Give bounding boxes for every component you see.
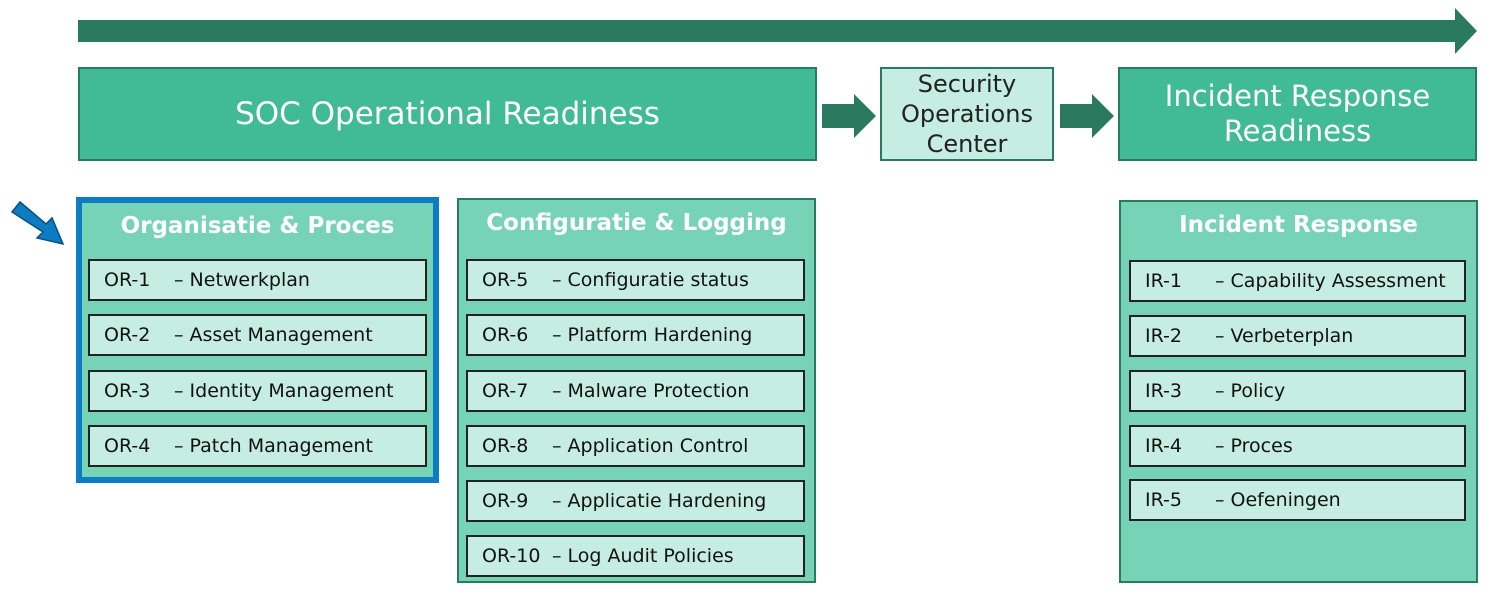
list-item-or-4[interactable]: OR-4 – Patch Management: [88, 425, 427, 467]
group-incident-response[interactable]: Incident Response IR-1 – Capability Asse…: [1119, 200, 1478, 583]
item-label: – Application Control: [552, 435, 749, 457]
item-code: OR-7: [482, 380, 529, 402]
item-label: – Identity Management: [174, 380, 394, 402]
item-code: IR-1: [1145, 270, 1182, 292]
list-item-or-7[interactable]: OR-7 – Malware Protection: [466, 370, 805, 412]
list-item-ir-3[interactable]: IR-3 – Policy: [1129, 370, 1466, 412]
connector-arrow-icon: [1060, 94, 1114, 138]
list-item-or-10[interactable]: OR-10 – Log Audit Policies: [466, 535, 805, 577]
item-label: – Proces: [1215, 435, 1293, 457]
phase-label: SOC Operational Readiness: [235, 96, 660, 132]
group-organisatie-proces[interactable]: Organisatie & Proces OR-1 – Netwerkplan …: [76, 197, 439, 483]
item-code: OR-2: [104, 324, 151, 346]
item-label: – Policy: [1215, 380, 1286, 402]
group-title: Configuratie & Logging: [486, 210, 787, 236]
group-configuratie-logging[interactable]: Configuratie & Logging OR-5 – Configurat…: [457, 198, 816, 583]
item-code: OR-5: [482, 269, 529, 291]
list-item-ir-5[interactable]: IR-5 – Oefeningen: [1129, 479, 1466, 521]
item-label: – Configuratie status: [552, 269, 749, 291]
item-label: – Oefeningen: [1215, 489, 1341, 511]
item-code: OR-9: [482, 490, 529, 512]
phase-label: Incident Response Readiness: [1164, 79, 1431, 148]
item-code: IR-4: [1145, 435, 1182, 457]
list-item-ir-2[interactable]: IR-2 – Verbeterplan: [1129, 315, 1466, 357]
item-label: – Capability Assessment: [1215, 270, 1446, 292]
item-code: OR-1: [104, 269, 151, 291]
phase-security-operations-center: Security Operations Center: [880, 67, 1054, 161]
item-label: – Patch Management: [174, 435, 373, 457]
item-code: OR-6: [482, 324, 529, 346]
item-code: OR-4: [104, 435, 151, 457]
list-item-ir-1[interactable]: IR-1 – Capability Assessment: [1129, 260, 1466, 302]
group-title: Incident Response: [1179, 212, 1418, 238]
item-code: IR-3: [1145, 380, 1182, 402]
list-item-or-6[interactable]: OR-6 – Platform Hardening: [466, 314, 805, 356]
item-code: OR-3: [104, 380, 151, 402]
item-code: OR-10: [482, 545, 541, 567]
list-item-ir-4[interactable]: IR-4 – Proces: [1129, 425, 1466, 467]
phase-soc-operational-readiness: SOC Operational Readiness: [78, 67, 817, 161]
item-label: – Malware Protection: [552, 380, 750, 402]
item-code: OR-8: [482, 435, 529, 457]
item-label: – Log Audit Policies: [552, 545, 734, 567]
item-label: – Asset Management: [174, 324, 373, 346]
group-title: Organisatie & Proces: [120, 213, 395, 239]
item-label: – Verbeterplan: [1215, 325, 1354, 347]
item-label: – Netwerkplan: [174, 269, 310, 291]
item-label: – Platform Hardening: [552, 324, 753, 346]
list-item-or-2[interactable]: OR-2 – Asset Management: [88, 314, 427, 356]
list-item-or-9[interactable]: OR-9 – Applicatie Hardening: [466, 480, 805, 522]
timeline-arrow-icon: [78, 8, 1477, 54]
phase-label: Security Operations Center: [901, 70, 1033, 158]
list-item-or-3[interactable]: OR-3 – Identity Management: [88, 370, 427, 412]
item-label: – Applicatie Hardening: [552, 490, 767, 512]
item-code: IR-5: [1145, 489, 1182, 511]
connector-arrow-icon: [822, 94, 876, 138]
list-item-or-8[interactable]: OR-8 – Application Control: [466, 425, 805, 467]
phase-incident-response-readiness: Incident Response Readiness: [1118, 67, 1477, 161]
arrow-pointer-icon: [10, 200, 65, 246]
list-item-or-1[interactable]: OR-1 – Netwerkplan: [88, 259, 427, 301]
item-code: IR-2: [1145, 325, 1182, 347]
list-item-or-5[interactable]: OR-5 – Configuratie status: [466, 259, 805, 301]
